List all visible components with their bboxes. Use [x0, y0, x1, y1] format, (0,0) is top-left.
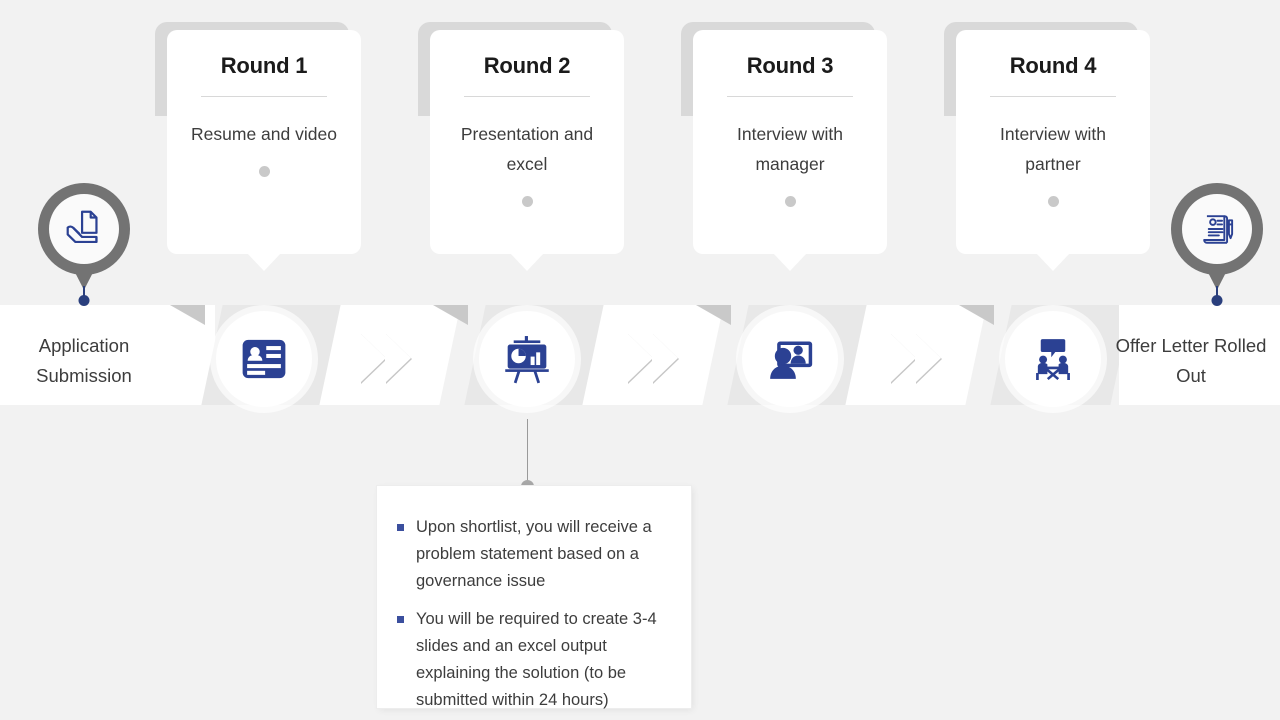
card-tail	[773, 253, 807, 271]
card-body: Round 3 Interview with manager	[693, 30, 887, 271]
card-title: Round 1	[220, 53, 308, 78]
callout-bullet-item: Upon shortlist, you will receive a probl…	[397, 514, 669, 595]
stage-node-round-3[interactable]	[742, 311, 838, 407]
band-segment-end	[1119, 305, 1280, 405]
process-timeline-band	[0, 297, 1280, 419]
card-dot	[521, 196, 533, 207]
bullet-square-icon	[397, 616, 404, 623]
pin-stem	[83, 286, 85, 299]
callout-bullet-text: Upon shortlist, you will receive a probl…	[416, 518, 652, 590]
band-notch	[696, 305, 731, 325]
round-card-4[interactable]: Round 4 Interview with partner	[944, 22, 1150, 271]
double-chevron-right-icon	[652, 333, 678, 383]
card-tail	[247, 253, 281, 271]
band-notch	[433, 305, 468, 325]
card-dot	[784, 196, 796, 207]
connector-arrows-1	[360, 333, 424, 383]
double-chevron-right-icon	[915, 333, 941, 383]
callout-bullet-text: You will be required to create 3-4 slide…	[416, 610, 657, 709]
round-card-3[interactable]: Round 3 Interview with manager	[681, 22, 887, 271]
card-title: Round 3	[746, 53, 834, 78]
start-stage-pin[interactable]	[38, 183, 130, 308]
card-dot	[1047, 196, 1059, 207]
band-notch	[959, 305, 994, 325]
pin-inner-circle	[49, 194, 119, 264]
card-tail	[510, 253, 544, 271]
video-interview-icon	[770, 341, 813, 379]
band-notch	[170, 305, 205, 325]
card-description: Resume and video	[191, 124, 337, 144]
double-chevron-right-icon	[385, 333, 411, 383]
card-body: Round 4 Interview with partner	[956, 30, 1150, 271]
hand-holding-document-icon	[66, 210, 98, 244]
pin-knob	[78, 295, 90, 306]
round-2-details-callout: Upon shortlist, you will receive a probl…	[377, 486, 691, 709]
connector-arrows-3	[890, 333, 954, 383]
card-body: Round 2 Presentation and excel	[430, 30, 624, 271]
card-body: Round 1 Resume and video	[167, 30, 361, 271]
card-tail	[1036, 253, 1070, 271]
card-description: Presentation and excel	[460, 124, 594, 174]
card-title: Round 4	[1009, 53, 1097, 78]
id-card-resume-icon	[242, 339, 286, 379]
double-chevron-right-icon	[890, 333, 916, 383]
stage-node-round-2[interactable]	[479, 311, 575, 407]
start-stage-label: Application Submission	[36, 335, 132, 386]
double-chevron-right-icon	[360, 333, 386, 383]
round-card-1[interactable]: Round 1 Resume and video	[155, 22, 361, 271]
pin-inner-circle	[1182, 194, 1252, 264]
stage-node-round-4[interactable]	[1005, 311, 1101, 407]
document-with-pen-icon	[1203, 215, 1234, 244]
card-divider	[464, 96, 590, 97]
card-divider	[727, 96, 853, 97]
card-divider	[990, 96, 1116, 97]
callout-tail	[510, 486, 544, 503]
card-description: Interview with manager	[736, 124, 843, 174]
connector-arrows-2	[627, 333, 691, 383]
bullet-square-icon	[397, 524, 404, 531]
end-stage-label: Offer Letter Rolled Out	[1115, 335, 1267, 386]
card-dot	[258, 166, 270, 177]
card-divider	[201, 96, 327, 97]
double-chevron-right-icon	[627, 333, 653, 383]
callout-connector-line	[527, 419, 528, 486]
presentation-board-icon	[505, 336, 549, 384]
card-title: Round 2	[483, 53, 571, 78]
pin-stem	[1216, 286, 1218, 299]
pin-knob	[1211, 295, 1223, 306]
round-card-2[interactable]: Round 2 Presentation and excel	[418, 22, 624, 271]
callout-bullet-item: You will be required to create 3-4 slide…	[397, 606, 669, 714]
card-description: Interview with partner	[999, 124, 1106, 174]
stage-node-round-1[interactable]	[216, 311, 312, 407]
meeting-table-icon	[1036, 339, 1070, 381]
end-stage-pin[interactable]	[1171, 183, 1263, 308]
